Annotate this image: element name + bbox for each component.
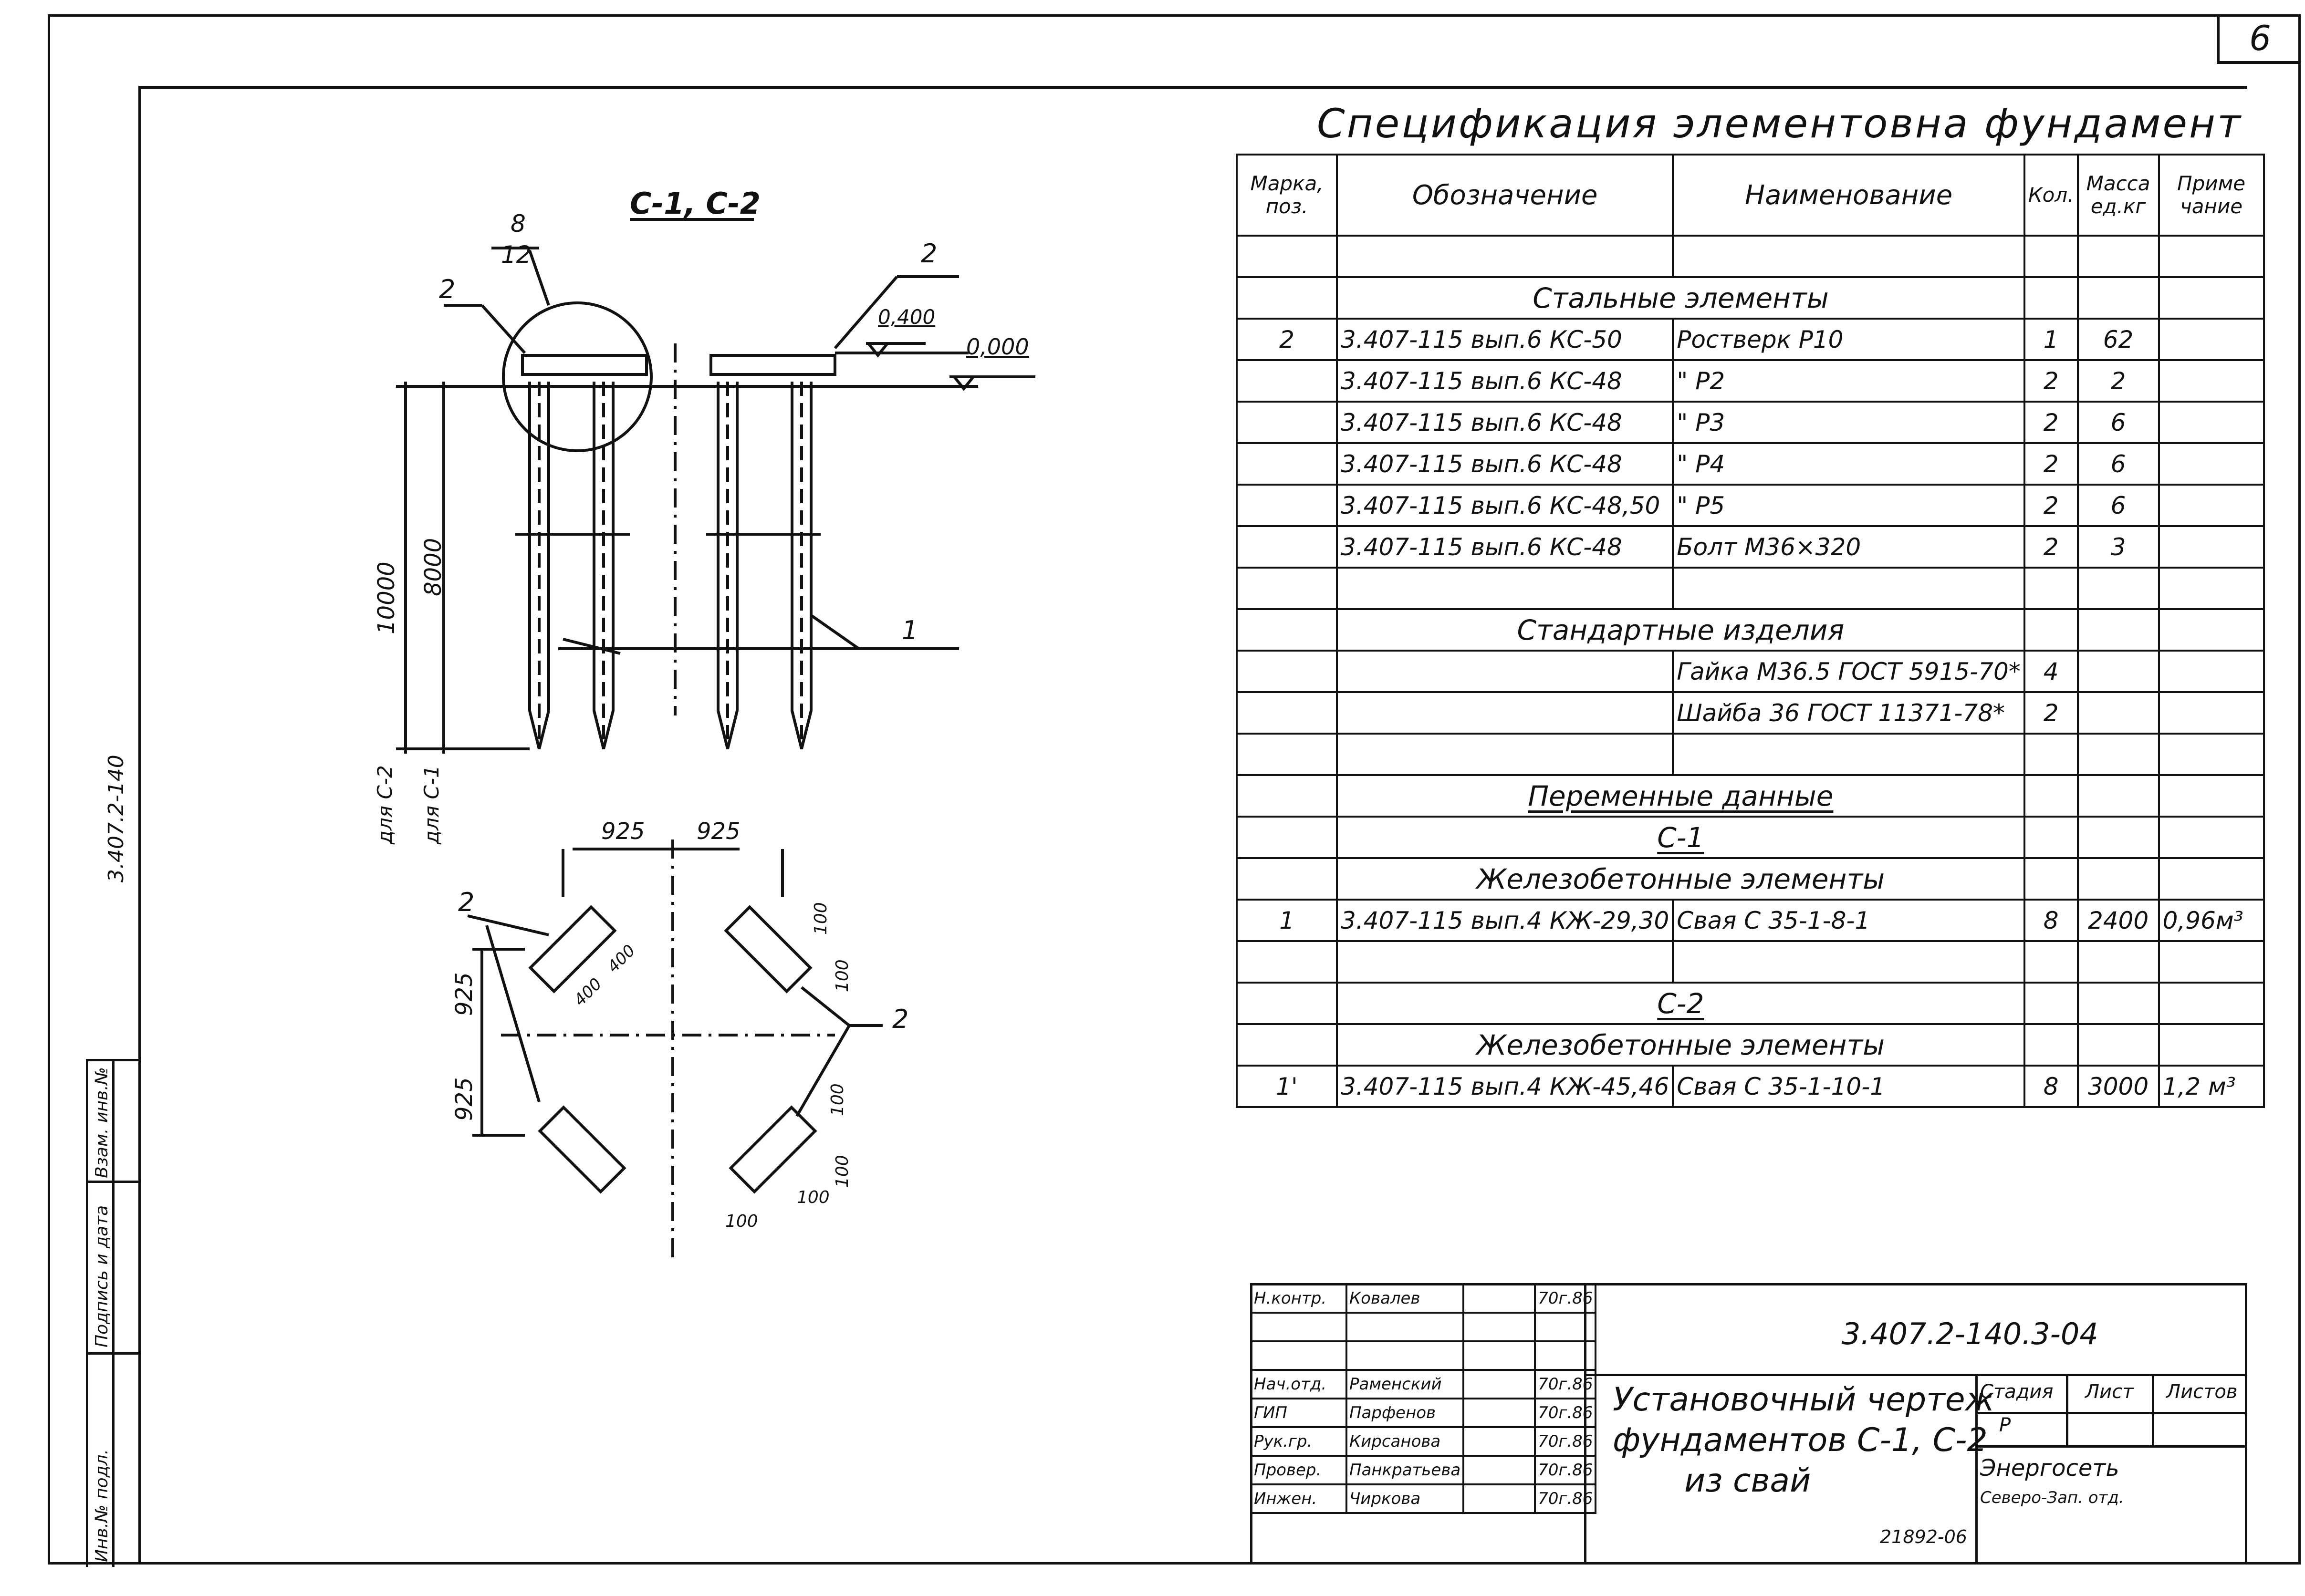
spec-title: Спецификация элементовна фундамент [1317,100,2242,147]
dim-for-c2: для С-2 [373,765,396,844]
plan-dim-top-2: 925 [697,818,741,845]
stamp-divider-h2 [1975,1412,2247,1414]
stamp-code: 3.407.2-140.3-04 [1842,1316,2098,1351]
stamp-stage-value: Р [1999,1414,2011,1436]
plan-pos-2-right: 2 [892,1004,909,1034]
section-rc2: Железобетонные элементы [1236,1023,2265,1067]
pile-cap-left [521,354,648,376]
pile-4 [791,382,813,749]
plan-plate-3 [538,1105,626,1194]
section-standard: Стандартные изделия [1236,608,2265,652]
stamp-divider-v3 [2066,1374,2068,1445]
section-steel: Стальные элементы [1236,276,2265,320]
table-row [1236,940,2265,984]
col-qty: Кол. [2023,154,2079,237]
sheet-number: 6 [2217,14,2301,64]
col-designation: Обозначение [1335,154,1674,237]
plan-plate-1 [528,905,617,994]
plan-100-a: 100 [811,902,831,935]
table-row: Гайка М36.5 ГОСТ 5915-70*4 [1236,650,2265,693]
callout-bottom: 12 [501,241,532,269]
section-c1: С-1 [1236,816,2265,859]
plan-pos-2-left: 2 [458,887,475,917]
plan-100-e: 100 [725,1212,758,1231]
plan-dim-top-1: 925 [601,818,645,845]
pile-3 [717,382,739,749]
elev-top: 0,400 [878,305,936,329]
callout-top: 8 [511,210,526,238]
plan-plate-2 [724,905,813,994]
view-label: С-1, С-2 [630,186,761,221]
stamp-title-line-1: Установочный чертеж [1613,1381,1994,1419]
stamp-title-line-3: из свай [1684,1462,1811,1500]
stamp-org-sub: Северо-Зап. отд. [1980,1488,2124,1507]
bottom-number: 21892-06 [1880,1526,1967,1547]
stamp-divider-h [1584,1374,2247,1376]
plan-dim-left-2: 925 [451,1077,478,1121]
pile-elevation-drawing [396,218,1035,1264]
pile-cap-right [709,354,836,376]
dim-8000: 8000 [420,538,447,596]
section-rc1: Железобетонные элементы [1236,857,2265,901]
stamp-divider-v2 [1975,1374,1978,1565]
plan-100-c: 100 [828,1083,847,1116]
stamp-row [1250,1340,1597,1371]
pos-label-2-right: 2 [921,238,938,269]
stamp-row [1250,1312,1597,1342]
spec-header-row: Марка, поз. Обозначение Наименование Кол… [1236,154,2265,237]
pile-2 [593,382,615,749]
stamp-org-name: Энергосеть [1980,1455,2119,1482]
col-note: Приме чание [2158,154,2265,237]
spec-table: Марка, поз. Обозначение Наименование Кол… [1236,154,2265,1108]
stamp-sheet-label: Лист [2085,1381,2134,1403]
dim-10000: 10000 [373,561,400,634]
dim-for-c1: для С-1 [420,765,443,844]
table-row [1236,567,2265,610]
col-mass: Масса ед.кг [2076,154,2160,237]
col-name: Наименование [1672,154,2025,237]
table-row: Шайба 36 ГОСТ 11371-78*2 [1236,691,2265,735]
callout-circle [502,301,653,452]
plan-100-d: 100 [833,1155,852,1188]
left-binding-column: Взам. инв.№ Подпись и дата Инв.№ подл. [86,1059,141,1567]
label-inv-podl: Инв.№ подл. [92,1449,112,1562]
plan-dim-left-1: 925 [451,972,478,1016]
table-row [1236,733,2265,776]
table-row [1236,235,2265,278]
pile-1 [528,382,550,749]
plan-100-f: 100 [797,1188,830,1207]
stamp-divider-v4 [2152,1374,2154,1445]
section-c2: С-2 [1236,982,2265,1025]
inner-frame [138,86,2247,1565]
stamp-stage-label: Стадия [1980,1381,2054,1403]
pos-label-2-left: 2 [439,274,456,304]
stamp-sheets-label: Листов [2166,1381,2238,1403]
stamp-divider-v [1584,1283,1586,1565]
stamp-title-line-2: фундаментов С-1, С-2 [1613,1421,1988,1459]
section-variable: Переменные данные [1236,774,2265,818]
plan-plate-4 [729,1105,817,1194]
col-mark: Марка, поз. [1236,154,1338,237]
elev-ground: 0,000 [966,334,1029,360]
stamp-divider-h3 [1975,1445,2247,1448]
outer-frame [48,14,2301,1565]
plan-100-b: 100 [833,959,852,992]
pos-label-1: 1 [902,615,918,645]
